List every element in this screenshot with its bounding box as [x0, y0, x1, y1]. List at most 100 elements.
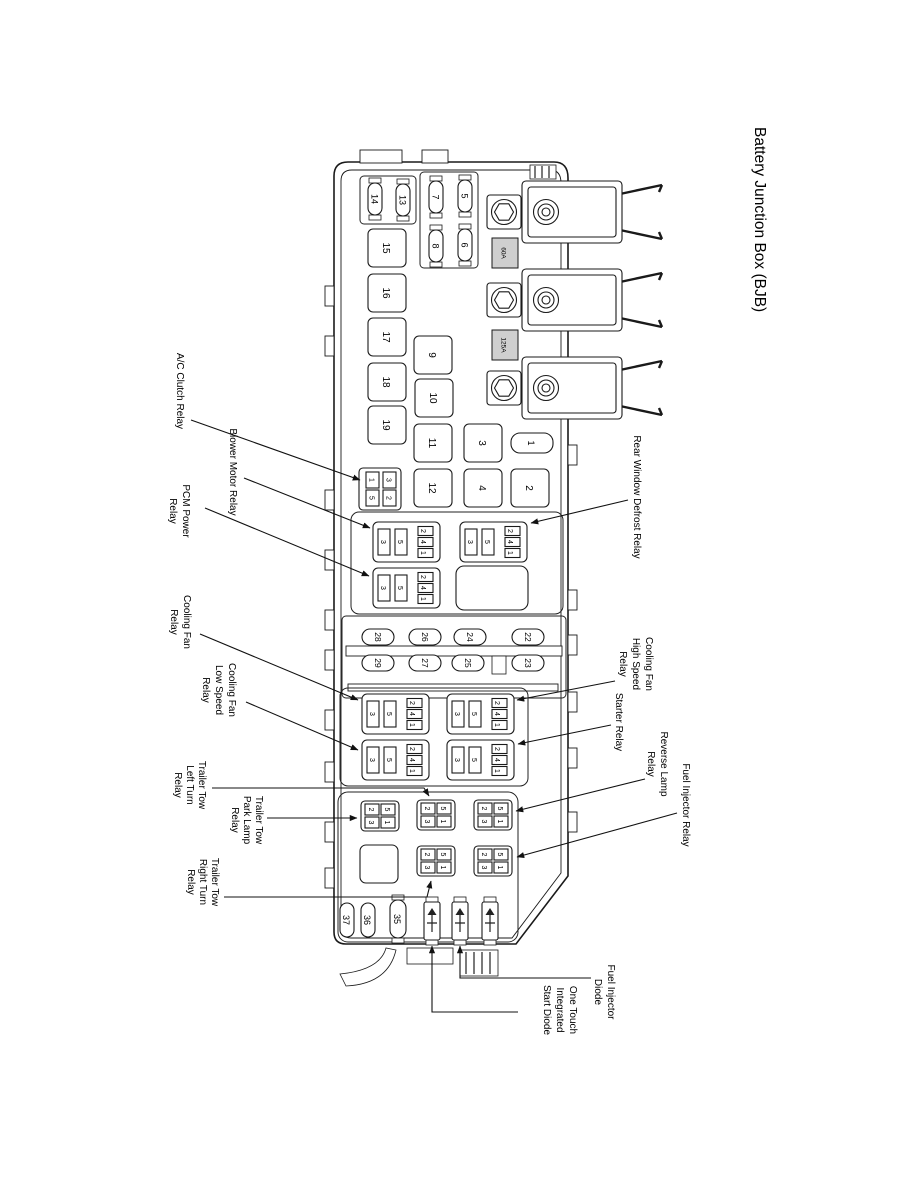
mount-tab [324, 709, 335, 731]
fuse-27: 27 [408, 654, 442, 672]
svg-text:3: 3 [368, 758, 375, 762]
fuse-10: 10 [414, 378, 454, 418]
svg-text:5: 5 [439, 853, 446, 857]
svg-text:PCM Power: PCM Power [180, 484, 191, 538]
fusible-link-label: 125A [500, 337, 507, 353]
bolt-base [486, 282, 522, 318]
svg-text:2: 2 [480, 853, 487, 857]
svg-text:1: 1 [493, 723, 500, 727]
svg-text:27: 27 [420, 658, 430, 668]
fuse-7: 7 [428, 175, 444, 219]
fuse-13: 13 [395, 178, 411, 222]
svg-text:1: 1 [419, 551, 426, 555]
svg-text:3: 3 [368, 712, 375, 716]
callout-rear-defrost: Rear Window Defrost Relay [631, 435, 642, 558]
svg-text:1: 1 [408, 769, 415, 773]
bolt-circle [490, 286, 518, 314]
svg-text:Park Lamp: Park Lamp [241, 796, 252, 845]
svg-text:Relay: Relay [200, 677, 211, 703]
svg-text:Low Speed: Low Speed [213, 665, 224, 715]
mount-tab [324, 335, 335, 357]
leader-trailer-right [224, 880, 433, 898]
cooling-fan-relay-block: 241 5 3 [361, 693, 430, 735]
callout-fuel-inj-diode: Fuel Injector Diode [592, 964, 616, 1020]
module-body [521, 268, 623, 332]
leader-rear-defrost [530, 499, 629, 525]
terminal-module [486, 180, 664, 244]
blower-motor-relay-block: 241 5 3 [372, 521, 441, 563]
callout-cooling-fan: Cooling Fan Relay [168, 595, 192, 649]
svg-text:Left Turn: Left Turn [184, 765, 195, 804]
fuse-14: 14 [367, 177, 383, 221]
mount-tab [567, 634, 578, 656]
page-title: Battery Junction Box (BJB) [751, 127, 768, 312]
svg-text:1: 1 [439, 820, 446, 824]
fuse-23: 23 [511, 654, 545, 672]
callout-starter: Starter Relay [613, 693, 624, 751]
fuse-24: 24 [453, 628, 487, 646]
svg-text:2: 2 [367, 808, 374, 812]
svg-text:5: 5 [439, 807, 446, 811]
fuse-2: 2 [510, 468, 550, 508]
svg-text:3: 3 [379, 540, 386, 544]
fusible-link-125a [491, 329, 519, 361]
svg-text:1: 1 [496, 820, 503, 824]
pin-label: 5 [368, 496, 375, 500]
fuse-35: 35 [389, 894, 407, 944]
mount-tab [567, 811, 578, 833]
stud-terminal [532, 374, 560, 402]
svg-text:2: 2 [408, 747, 415, 751]
svg-text:2: 2 [506, 529, 513, 533]
fuse-25: 25 [451, 654, 485, 672]
diode [423, 896, 441, 946]
svg-text:2: 2 [493, 701, 500, 705]
svg-text:Relay: Relay [168, 609, 179, 635]
fuel-injector-diode [451, 896, 469, 946]
one-touch-start-diode [481, 896, 499, 946]
leader-cooling-fan-low [245, 701, 359, 751]
pcm-power-relay-block: 241 5 3 [372, 567, 441, 609]
svg-text:4: 4 [408, 712, 415, 716]
svg-text:Cooling Fan: Cooling Fan [181, 595, 192, 649]
connector-prongs [619, 183, 664, 241]
leader-cooling-fan-high [516, 680, 616, 702]
leader-blower [243, 477, 371, 529]
svg-text:1: 1 [408, 723, 415, 727]
leader-pcm [204, 507, 370, 577]
fuel-injector-relay-block: 51 23 [473, 845, 513, 877]
mount-tab [567, 589, 578, 611]
svg-text:1: 1 [383, 821, 390, 825]
mount-tab [567, 747, 578, 769]
stud-center [541, 295, 551, 305]
svg-text:2: 2 [423, 853, 430, 857]
fuse-compartment [359, 175, 417, 225]
svg-text:2: 2 [408, 701, 415, 705]
stud-ring [537, 291, 555, 309]
callout-fuel-inj-relay: Fuel Injector Relay [680, 763, 691, 846]
fuse-3: 3 [463, 423, 503, 463]
svg-text:18: 18 [380, 376, 391, 388]
svg-text:1: 1 [493, 769, 500, 773]
svg-text:4: 4 [493, 758, 500, 762]
hex-bolt-icon [493, 203, 515, 221]
module-body [521, 180, 623, 244]
leader-trailer-left [212, 787, 430, 797]
mount-tab [324, 761, 335, 783]
svg-text:17: 17 [380, 331, 391, 343]
callout-one-touch: One Touch Integrated Start Diode [541, 985, 578, 1035]
svg-text:High Speed: High Speed [630, 638, 641, 690]
mount-tab [567, 444, 578, 466]
leader-one-touch [428, 945, 518, 1013]
cooling-fan-high-speed-relay-block: 241 5 3 [446, 693, 515, 735]
svg-text:4: 4 [419, 586, 426, 590]
svg-text:9: 9 [426, 352, 437, 358]
module-body [521, 356, 623, 420]
blank-slot [491, 655, 507, 675]
svg-text:1: 1 [419, 597, 426, 601]
svg-text:Right Turn: Right Turn [197, 859, 208, 905]
svg-text:5: 5 [483, 540, 490, 544]
connector-prongs [619, 359, 664, 417]
diode-arrow-icon [427, 908, 437, 915]
svg-text:6: 6 [460, 242, 470, 247]
